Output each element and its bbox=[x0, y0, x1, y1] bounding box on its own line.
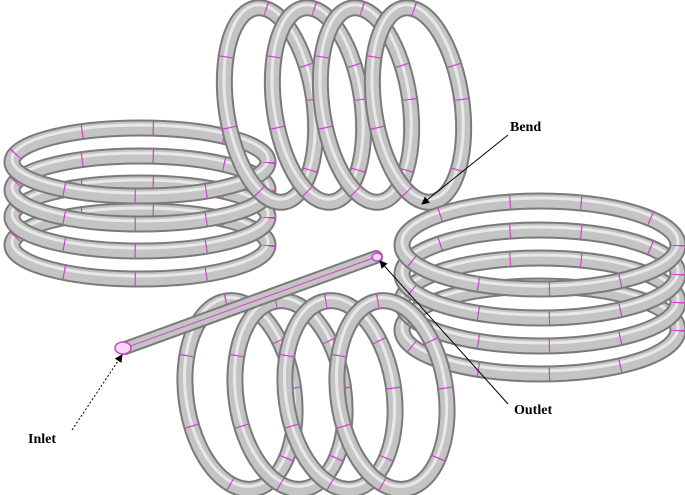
left-coil-turn bbox=[3, 174, 277, 260]
top-coil-turn bbox=[363, 0, 473, 211]
inlet-arrow bbox=[71, 354, 123, 431]
outlet-arrow bbox=[379, 260, 509, 405]
top-coil-turn bbox=[263, 0, 373, 211]
top-coil-turn bbox=[311, 0, 421, 211]
right-coil-turn bbox=[393, 192, 685, 298]
right-coil-turn bbox=[393, 221, 685, 327]
bend-arrow bbox=[421, 134, 509, 205]
left-coil-turn bbox=[3, 119, 277, 205]
outlet-opening bbox=[371, 252, 383, 262]
straight-tube bbox=[114, 250, 383, 355]
inlet-label: Inlet bbox=[28, 432, 56, 447]
bottom-coil-turn bbox=[328, 292, 456, 495]
bend-label: Bend bbox=[510, 120, 542, 135]
left-coil-turn bbox=[3, 202, 277, 288]
inlet-opening bbox=[114, 341, 132, 355]
bottom-coil-turn bbox=[276, 292, 404, 495]
outlet-label: Outlet bbox=[514, 403, 553, 418]
